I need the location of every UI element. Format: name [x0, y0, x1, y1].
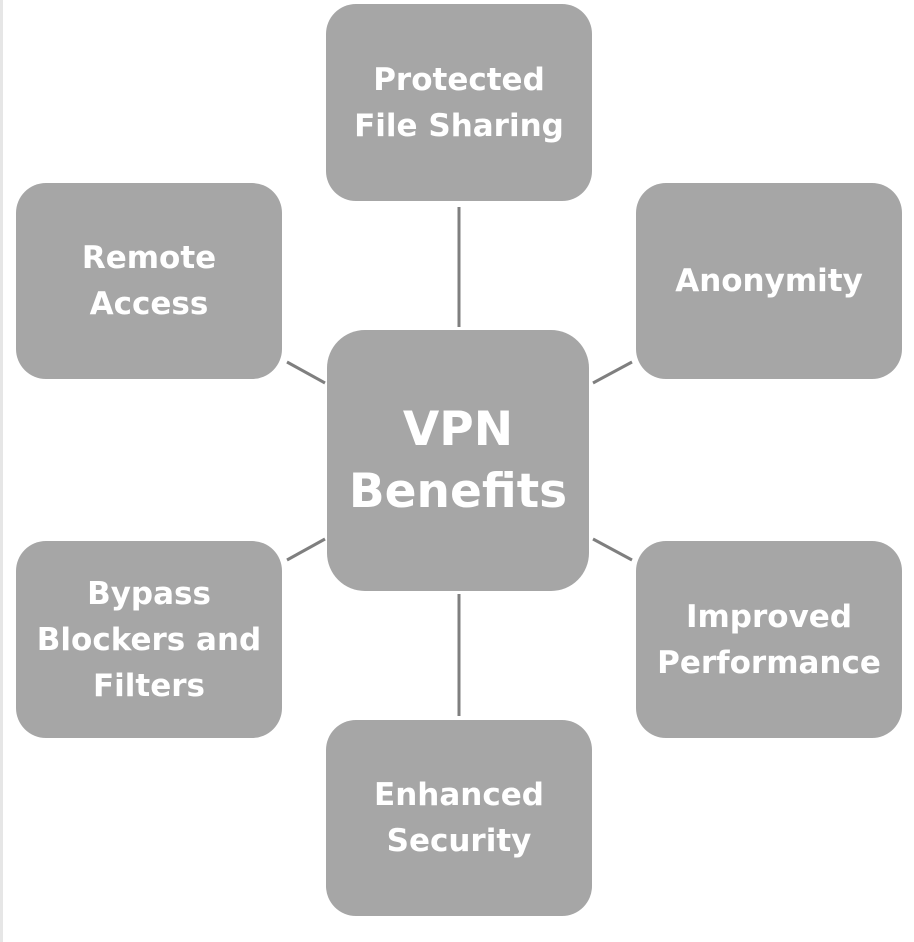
connector-lower-left — [286, 537, 326, 562]
connector-upper-left — [286, 360, 326, 385]
center-label: VPN Benefits — [348, 401, 568, 519]
benefit-label: Improved Performance — [657, 598, 881, 681]
benefit-anonymity: Anonymity — [636, 183, 902, 379]
benefit-label: Enhanced Security — [374, 777, 544, 859]
benefit-protected-file-sharing: Protected File Sharing — [326, 4, 592, 201]
benefit-label: Bypass Blockers and Filters — [36, 575, 262, 704]
benefit-bypass-blockers: Bypass Blockers and Filters — [16, 541, 282, 738]
connector-lower-right — [592, 537, 633, 562]
connector-upper-right — [592, 360, 633, 385]
image-frame-edge — [0, 0, 3, 942]
benefit-label: Remote Access — [81, 240, 217, 322]
benefit-improved-performance: Improved Performance — [636, 541, 902, 738]
benefit-enhanced-security: Enhanced Security — [326, 720, 592, 916]
benefit-label: Protected File Sharing — [354, 61, 564, 144]
center-node-vpn-benefits: VPN Benefits — [327, 330, 589, 591]
benefit-label: Anonymity — [675, 263, 863, 299]
benefit-remote-access: Remote Access — [16, 183, 282, 379]
